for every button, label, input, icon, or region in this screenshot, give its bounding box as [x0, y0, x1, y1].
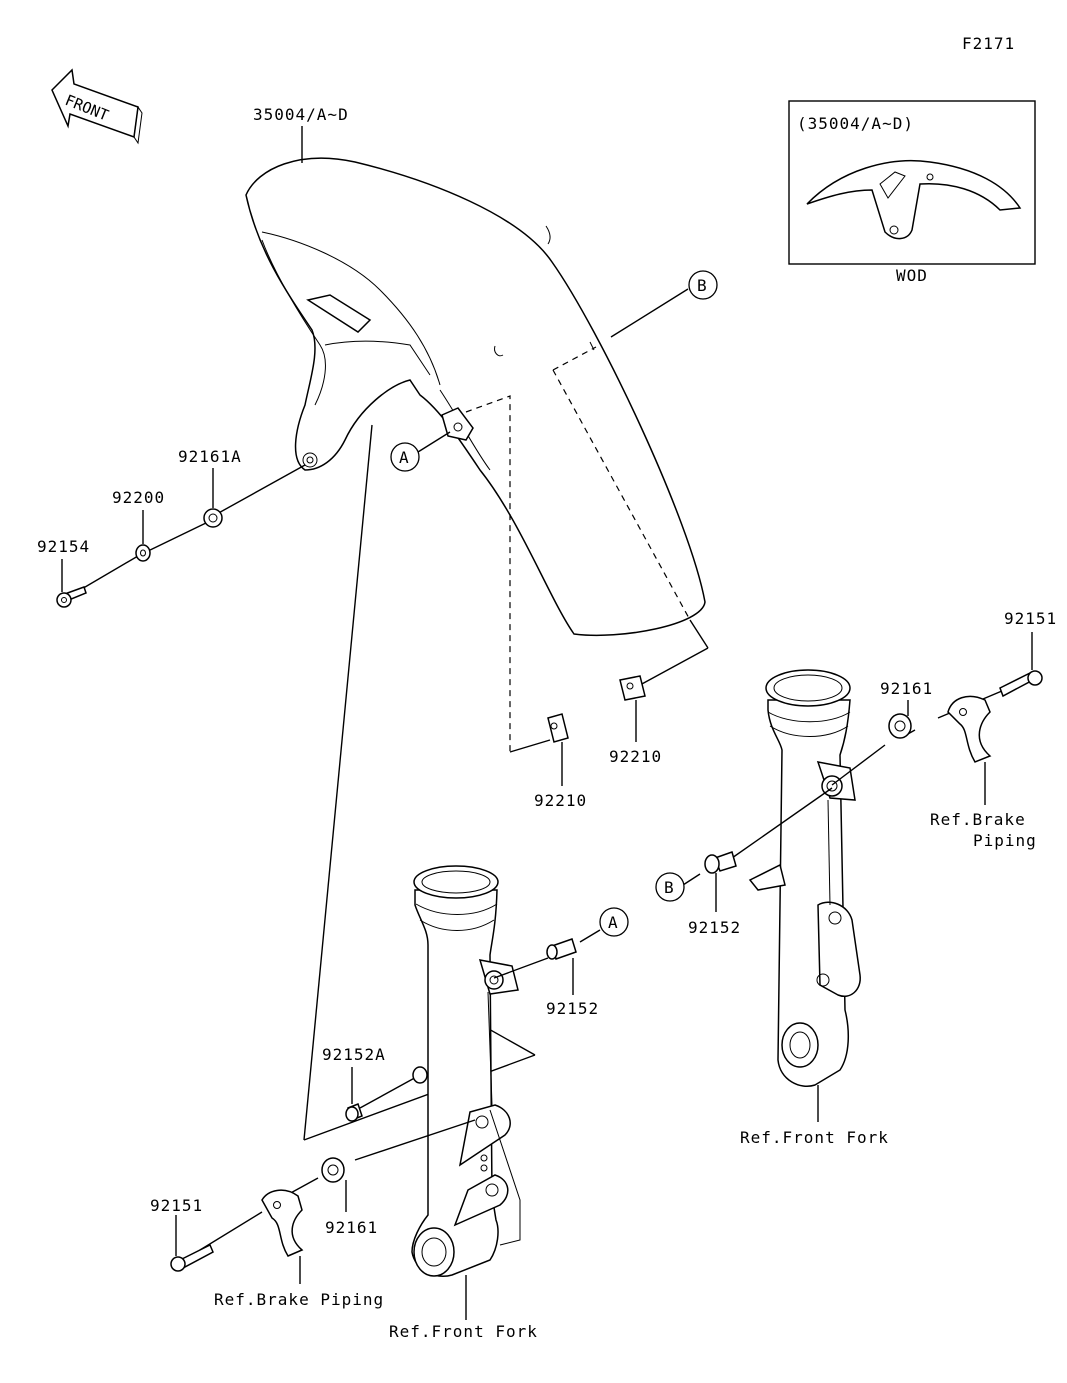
- label-92200: 92200: [112, 488, 165, 507]
- part-92161-right: [888, 713, 912, 739]
- part-92151-right: [999, 670, 1043, 698]
- callout-b-fork: B: [655, 872, 701, 902]
- leader-fender-to-fork: [303, 424, 373, 1141]
- label-92151-left: 92151: [150, 1196, 203, 1215]
- label-92161-right: 92161: [880, 679, 933, 698]
- label-ref-brake-right-1: Ref.Brake: [930, 810, 1026, 829]
- label-92152-right: 92152: [688, 918, 741, 937]
- figure-code: F2171: [962, 34, 1015, 53]
- label-ref-front-fork-right: Ref.Front Fork: [740, 1128, 889, 1147]
- part-92154: [56, 586, 87, 608]
- label-92152A: 92152A: [322, 1045, 386, 1064]
- part-92210-right: [619, 675, 646, 701]
- inset-caption: WOD: [896, 266, 928, 285]
- dashed-guide-left: [465, 395, 511, 752]
- label-ref-brake-left: Ref.Brake Piping: [214, 1290, 384, 1309]
- dashed-guide-b: [552, 346, 597, 371]
- part-92152-left: [546, 938, 577, 960]
- variant-inset: (35004/A~D) WOD: [788, 100, 1036, 285]
- part-92210-left: [547, 713, 569, 743]
- callout-a-fork: A: [579, 907, 629, 943]
- part-92151-left: [170, 1243, 214, 1272]
- brake-clamp-right: [947, 695, 992, 763]
- label-92152-left: 92152: [546, 999, 599, 1018]
- label-92154: 92154: [37, 537, 90, 556]
- inset-fender-icon: [806, 159, 1022, 240]
- label-92210-left: 92210: [534, 791, 587, 810]
- label-ref-front-fork-left: Ref.Front Fork: [389, 1322, 538, 1341]
- part-92161A: [203, 508, 223, 528]
- inset-title: (35004/A~D): [797, 114, 914, 133]
- callout-b-top-letter: B: [697, 276, 708, 295]
- left-front-fork: [411, 865, 521, 1277]
- part-92152-right: [704, 851, 737, 874]
- label-92161-left: 92161: [325, 1218, 378, 1237]
- dashed-guide-right: [552, 369, 691, 621]
- fork-bolt-hole-left: [412, 1066, 428, 1084]
- part-92152A: [345, 1103, 363, 1122]
- callout-b-fork-letter: B: [664, 878, 675, 897]
- front-fender: [245, 157, 706, 637]
- label-92210-right: 92210: [609, 747, 662, 766]
- callout-a-top: A: [390, 431, 451, 472]
- label-92151-right: 92151: [1004, 609, 1057, 628]
- label-92161A: 92161A: [178, 447, 242, 466]
- leader-92161A: [214, 464, 306, 516]
- front-arrow-icon: FRONT: [51, 68, 143, 145]
- callout-a-fork-letter: A: [608, 913, 619, 932]
- brake-clamp-left: [261, 1189, 304, 1257]
- callout-a-top-letter: A: [399, 448, 410, 467]
- label-ref-brake-right-2: Piping: [973, 831, 1037, 850]
- part-92161-left: [321, 1157, 345, 1183]
- right-front-fork: [748, 669, 861, 1087]
- label-35004: 35004/A~D: [253, 105, 349, 124]
- callout-b-top: B: [610, 270, 718, 338]
- part-92200: [135, 544, 151, 562]
